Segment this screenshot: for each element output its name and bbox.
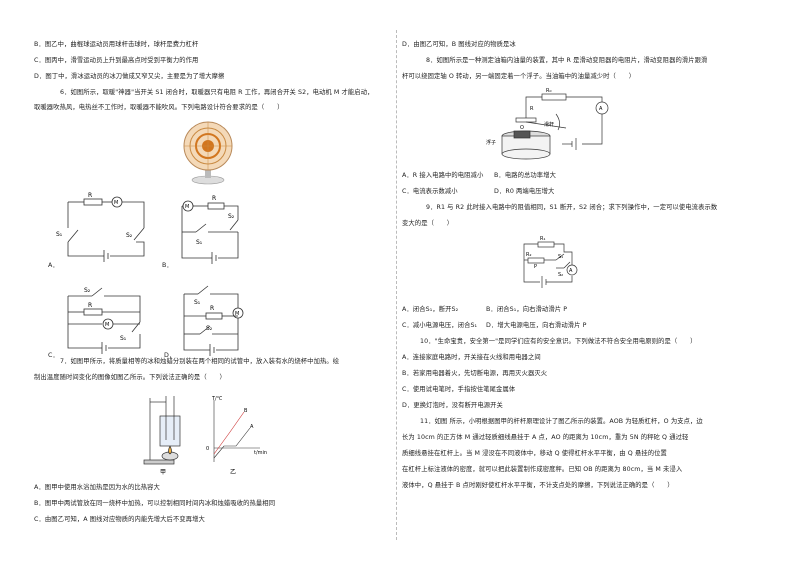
q7-label-jia: 甲 (160, 469, 166, 476)
q3-option-b: B．图乙中，曲棍球运动员用球杆击球时，球杆是费力杠杆 (34, 41, 199, 48)
circuit-d: S₁ R M S₂ (183, 285, 244, 356)
q8-label-o: O (520, 125, 524, 131)
q10-option-d: D．更换灯泡时，没有断开电源开关 (402, 402, 503, 409)
svg-text:R₂: R₂ (526, 252, 531, 258)
svg-text:M: M (105, 322, 109, 328)
q9-stem-line1: 9．R1 与 R2 此时接入电路中的阻值相同，S1 断开，S2 闭合；求下列操作… (426, 204, 718, 211)
svg-text:S₂: S₂ (126, 232, 133, 239)
q6-stem-line2: 取暖器吹热风，电热丝不工作时，取暖器不能吹风。下列电路设计符合要求的是（ ） (34, 104, 284, 111)
svg-text:S₁: S₁ (558, 254, 563, 260)
q3-option-c: C．图丙中，滑雪运动员上升到最高点时受到平衡力的作用 (34, 57, 199, 64)
q7-option-a: A．图甲中使用水浴加热是因为水的比热容大 (34, 484, 160, 491)
svg-text:S₁: S₁ (120, 335, 127, 342)
q10-option-c: C．使用试电笔时，手指按住笔尾金属体 (402, 386, 516, 393)
svg-text:A: A (250, 424, 254, 430)
q11-stem-line4: 在杠杆上标注液体的密度，就可以把此装置制作成密度秤。已知 OB 的距离为 80c… (402, 466, 683, 473)
q6-option-d: D． (164, 352, 176, 359)
q9-option-b: B．闭合S₁，向右滑动滑片 P (486, 306, 568, 313)
q8-label-fuzi: 浮子 (486, 139, 496, 146)
column-divider (396, 30, 397, 540)
svg-text:R: R (212, 195, 216, 202)
q8-option-c: C．电流表示数减小 (402, 188, 458, 195)
q3-option-d: D．图丁中，滑冰运动员的冰刀做成又窄又尖，主要是为了增大摩擦 (34, 73, 225, 80)
svg-text:R: R (88, 302, 92, 309)
circuit-b: M R S₂ S₁ (181, 195, 239, 264)
svg-text:0: 0 (206, 446, 209, 452)
q8-option-a: A．R 接入电路中的电阻减小 (402, 172, 484, 179)
q11-stem-line5: 液体中，Q 悬挂于 B 点时刚好使杠杆水平平衡，不计支点处的摩擦，下列说法正确的… (402, 482, 674, 489)
q6-option-c: C． (48, 352, 59, 359)
circuit-c: S₂ R M S₁ (67, 287, 141, 354)
svg-text:M: M (235, 311, 239, 317)
q7-option-b: B．图甲中两试管放在同一烧杯中加热，可以控制相同时间内冰和烛蜡吸收的热量相同 (34, 500, 276, 507)
q10-stem: 10．"生命宝贵，安全第一"是同学们应有的安全意识。下列做法不符合安全用电原则的… (420, 338, 697, 345)
q11-stem-line2: 长为 10cm 的正方体 M 通过轻质细线悬挂于 A 点，AO 的距离为 10c… (402, 434, 689, 441)
circuit-a: R M S₁ S₂ (56, 192, 145, 262)
q7-stem-line2: 制出温度随时间变化的图像如图乙所示。下列说法正确的是（ ） (34, 374, 226, 381)
q7-label-yi: 乙 (230, 469, 236, 476)
svg-text:M: M (185, 204, 189, 210)
q6-stem-line1: 6．如图所示，取暖"神器"当开关 S1 闭合时，取暖器只有电阻 R 工作，再闭合… (60, 89, 374, 96)
svg-text:R: R (88, 192, 92, 199)
svg-text:B: B (244, 408, 248, 414)
q8-label-r0: R₀ (546, 88, 551, 94)
svg-text:S₂: S₂ (84, 287, 91, 294)
q7-option-c: C．由图乙可知，A 图线对应物质的内能先增大后不变再增大 (34, 516, 205, 523)
svg-text:S₂: S₂ (558, 272, 563, 278)
svg-text:R: R (210, 305, 214, 312)
svg-text:S₁: S₁ (194, 299, 201, 306)
q9-option-a: A．闭合S₁，断开S₂ (402, 306, 459, 313)
q6-option-b: B． (162, 262, 173, 269)
q8-option-d: D．R0 两端电压增大 (494, 188, 555, 195)
svg-text:R₁: R₁ (540, 236, 545, 242)
heater-image (183, 121, 233, 185)
q8-stem-line1: 8．如图所示是一种测定油箱内油量的装置，其中 R 是滑动变阻器的电阻片，滑动变阻… (426, 57, 708, 64)
q10-option-b: B．若家用电器着火，先切断电源，再用灭火器灭火 (402, 370, 548, 377)
q7-stem-line1: 7．如图甲所示，将质量相等的冰和烛蜡分别装在两个相同的试管中，放入装有水的烧杯中… (60, 358, 340, 365)
q11-stem-line1: 11．如图 所示，小明根据图甲的杆杆原理设计了图乙所示的装置。AOB 为轻质杠杆… (420, 418, 703, 425)
q7-option-d: D．由图乙可知，B 图线对应的物质是冰 (402, 41, 516, 48)
svg-text:S₁: S₁ (56, 231, 63, 238)
svg-text:P: P (534, 264, 537, 270)
q10-option-a: A．连接家庭电路时，开关接在火线和用电器之间 (402, 354, 541, 361)
svg-text:S₂: S₂ (206, 325, 213, 332)
svg-text:A: A (569, 268, 573, 274)
svg-text:t/min: t/min (254, 450, 267, 456)
q9-figure: R₁ R₂ P S₁ S₂ A (523, 236, 578, 288)
q8-label-r: R (530, 106, 534, 112)
q9-stem-line2: 变大的是（ ） (402, 220, 454, 227)
svg-text:S₂: S₂ (228, 213, 235, 220)
q8-option-b: B．电路的总功率增大 (494, 172, 556, 179)
q9-option-d: D．增大电源电压，向右滑动滑片 P (486, 322, 587, 329)
svg-text:A: A (599, 106, 603, 112)
svg-text:M: M (114, 200, 118, 206)
q11-stem-line3: 质细线悬挂在杠杆上。当 M 浸没在不同液体中，移动 Q 使得杠杆水平平衡，由 Q… (402, 450, 667, 457)
q8-label-huagan: 滑杆 (544, 121, 554, 128)
svg-text:S₁: S₁ (196, 239, 203, 246)
q8-figure: R₀ A R O 滑杆 浮子 (486, 88, 609, 160)
q7-figure: 甲 T/℃ t/min 0 A B 乙 (143, 396, 267, 476)
q9-option-c: C．减小电源电压，闭合S₁ (402, 322, 478, 329)
svg-text:T/℃: T/℃ (211, 396, 223, 402)
q8-stem-line2: 杆可以绕固定轴 O 转动，另一端固定着一个浮子。当油箱中的油量减少时（ ） (402, 73, 636, 80)
q6-option-a: A． (48, 262, 59, 269)
